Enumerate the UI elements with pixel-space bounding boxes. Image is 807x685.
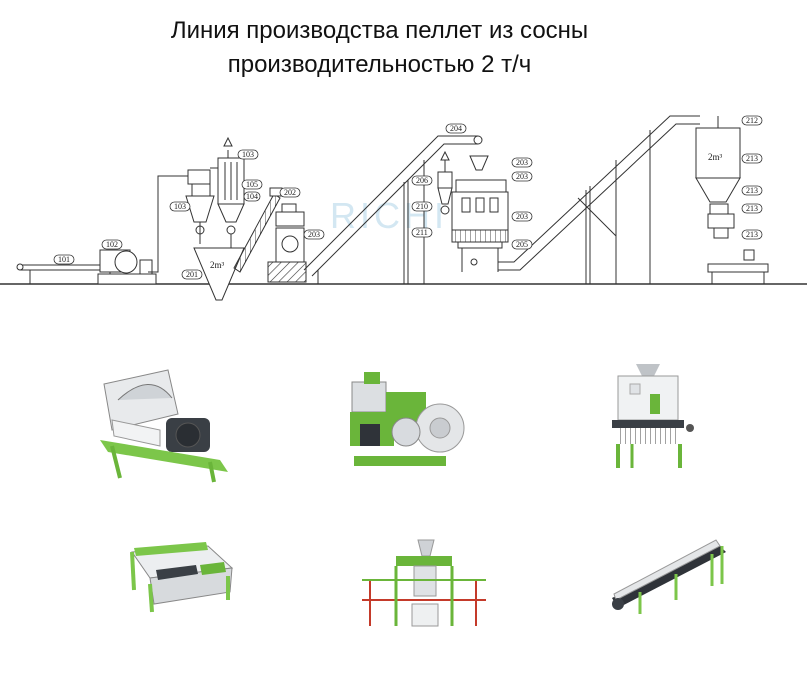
chipper-102 (97, 249, 157, 285)
vibrating-screen-image (130, 542, 234, 613)
label-213b: 213 (741, 185, 763, 196)
pellet-mill-203 (267, 203, 307, 283)
label-204: 204 (445, 123, 467, 134)
svg-text:202: 202 (284, 188, 296, 197)
packing-system-image (362, 539, 486, 627)
svg-text:203: 203 (516, 172, 528, 181)
bucket-elevator-204 (303, 135, 483, 284)
label-213c: 213 (741, 203, 763, 214)
label-213d: 213 (741, 229, 763, 240)
label-203d: 203 (511, 211, 533, 222)
svg-text:212: 212 (746, 116, 758, 125)
label-206: 206 (411, 175, 433, 186)
svg-text:201: 201 (186, 270, 198, 279)
screw-conveyor-202 (233, 187, 283, 273)
bag-filter-104 (210, 136, 245, 248)
label-201: 201 (181, 269, 203, 280)
svg-text:101: 101 (58, 255, 70, 264)
hopper-volume: 2m³ (210, 260, 225, 270)
label-213a: 213 (741, 153, 763, 164)
svg-text:213: 213 (746, 204, 758, 213)
label-101: 101 (53, 254, 75, 265)
svg-text:205: 205 (516, 240, 528, 249)
svg-text:103: 103 (174, 202, 186, 211)
counterflow-cooler-206 (437, 150, 509, 272)
svg-text:102: 102 (106, 240, 118, 249)
cyclone-103 (185, 169, 215, 244)
svg-text:104: 104 (246, 192, 258, 201)
hopper-201: 2m³ (193, 247, 245, 301)
svg-text:203: 203 (516, 212, 528, 221)
svg-text:213: 213 (746, 230, 758, 239)
svg-text:210: 210 (416, 202, 428, 211)
svg-text:213: 213 (746, 154, 758, 163)
label-202: 202 (279, 187, 301, 198)
svg-text:211: 211 (416, 228, 428, 237)
title-line-1: Линия производства пеллет из сосны (170, 17, 589, 44)
title-line-2: производительностью 2 т/ч (227, 51, 532, 78)
svg-text:206: 206 (416, 176, 428, 185)
label-104: 104 (243, 191, 261, 202)
svg-text:105: 105 (246, 180, 258, 189)
label-105: 105 (241, 179, 263, 190)
svg-text:103: 103 (242, 150, 254, 159)
label-103b: 103 (237, 149, 259, 160)
label-205: 205 (511, 239, 533, 250)
inclined-conveyor (498, 115, 700, 284)
label-210: 210 (411, 201, 433, 212)
svg-text:203: 203 (308, 230, 320, 239)
belt-conveyor-image (612, 539, 726, 614)
wood-chipper-image (100, 369, 228, 483)
label-203c: 203 (511, 171, 533, 182)
svg-text:213: 213 (746, 186, 758, 195)
diagram-title: Линия производства пеллет из сосны произ… (0, 14, 807, 82)
pellet-mill-image (350, 372, 465, 466)
label-203b: 203 (511, 157, 533, 168)
callout-labels: 101 102 103 103 105 104 201 202 203 204 … (53, 115, 763, 280)
air-pipe (148, 175, 190, 273)
label-203a: 203 (303, 229, 325, 240)
label-102: 102 (101, 239, 123, 250)
svg-text:204: 204 (450, 124, 462, 133)
packing-scale-213 (707, 203, 769, 284)
label-212: 212 (741, 115, 763, 126)
counterflow-cooler-image (612, 364, 694, 468)
silo-volume: 2m³ (708, 152, 723, 162)
label-211: 211 (411, 227, 433, 238)
label-103a: 103 (169, 201, 191, 212)
svg-text:203: 203 (516, 158, 528, 167)
silo-212: 2m³ (695, 116, 741, 203)
